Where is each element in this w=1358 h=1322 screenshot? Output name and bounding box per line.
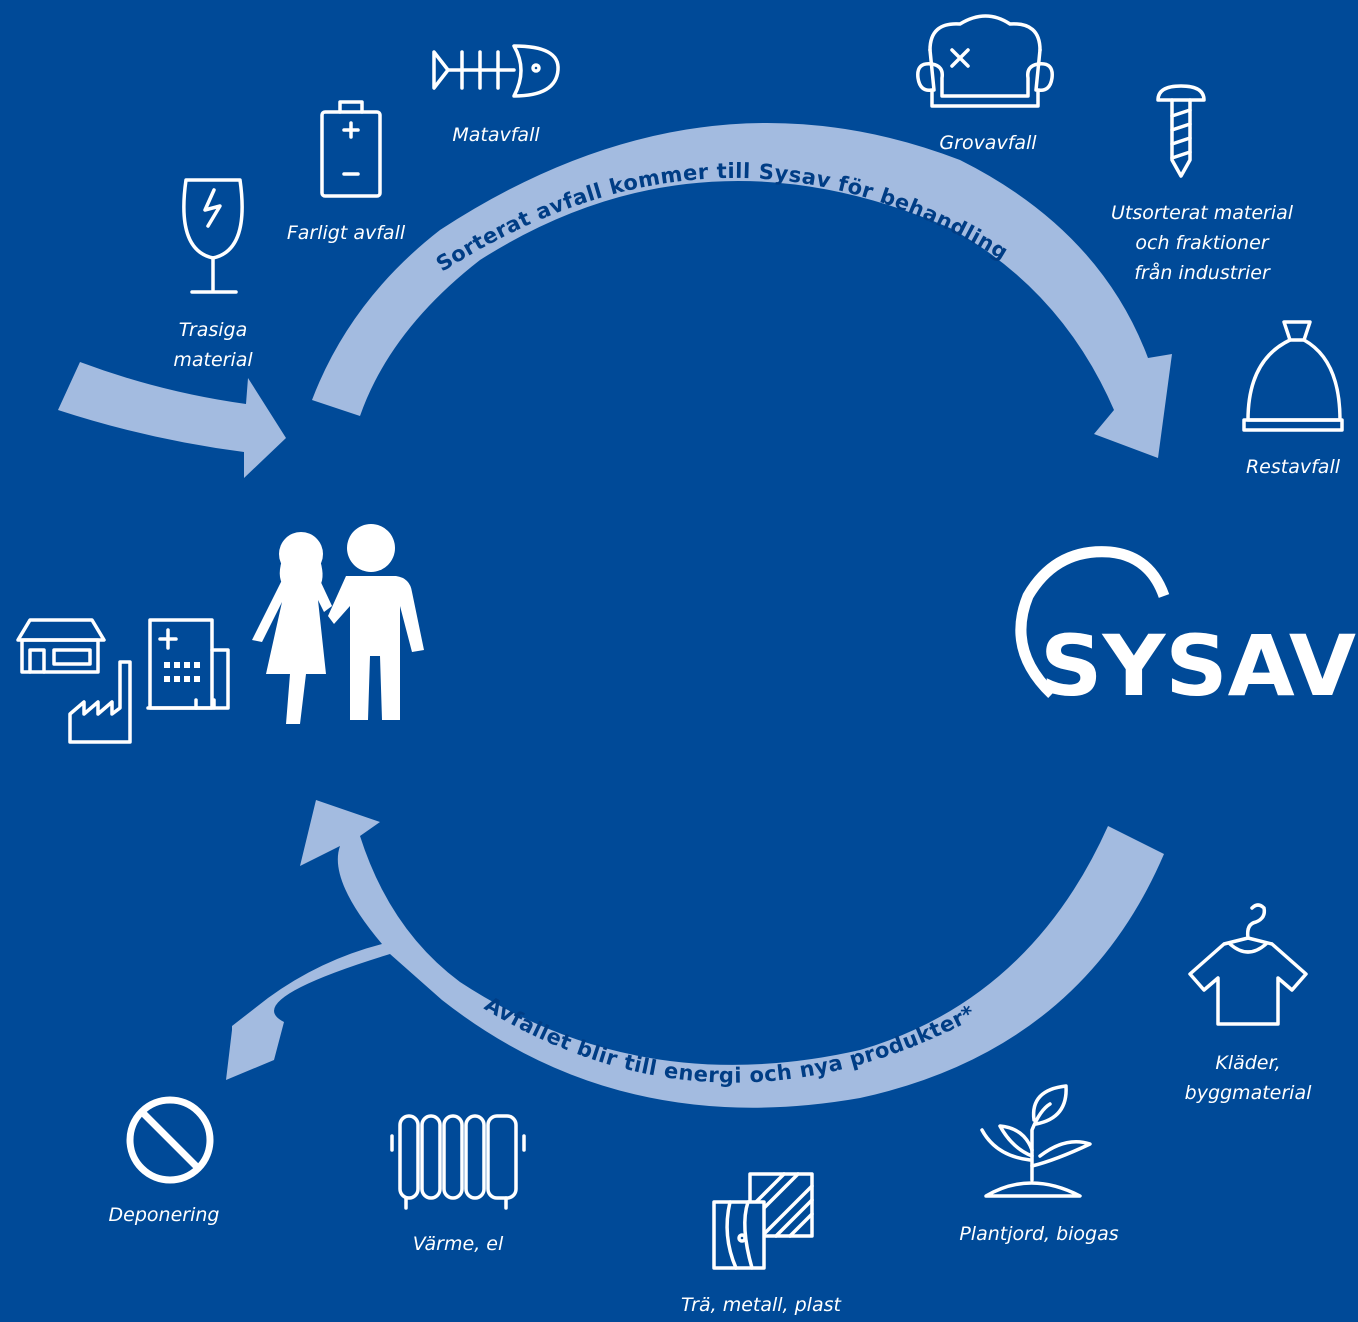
incoming-arrow [58,362,286,478]
bottom-arc-arrow [226,800,1164,1108]
label-restavfall: Restavfall [1245,456,1341,478]
label-klader-byggmaterial: Kläder, byggmaterial [1184,1052,1312,1104]
label-farligt-avfall: Farligt avfall [286,222,406,244]
label-plantjord-biogas: Plantjord, biogas [959,1223,1119,1245]
sysav-logo-text: SYSAV [1040,617,1356,715]
sofa-icon [916,14,1054,108]
label-grovavfall: Grovavfall [939,132,1037,154]
sysav-logo: SYSAV [1015,546,1356,715]
label-matavfall: Matavfall [452,124,540,146]
t-shirt-icon [1188,903,1308,1026]
label-varme-el: Värme, el [412,1233,504,1255]
radiator-icon [390,1114,526,1210]
hospital-icon [146,618,230,710]
label-utsorterat-material: Utsorterat material och fraktioner från … [1110,202,1294,284]
top-arc-arrow [312,122,1172,459]
no-entry-icon [126,1096,214,1184]
broken-glass-icon [182,178,244,294]
plant-icon [980,1084,1092,1198]
fish-bone-icon [432,44,560,98]
screw-icon [1156,84,1206,178]
hospital-windows [164,662,200,682]
label-deponering: Deponering [108,1204,220,1226]
factory-icon [68,660,132,744]
people-icon [252,524,424,724]
wood-metal-icon [712,1172,814,1270]
battery-icon [320,100,382,198]
garbage-bag-icon [1242,320,1344,432]
label-trasiga-material: Trasiga material [173,319,253,371]
label-tra-metall-plast: Trä, metall, plast [681,1294,841,1316]
house-icon [16,618,106,674]
